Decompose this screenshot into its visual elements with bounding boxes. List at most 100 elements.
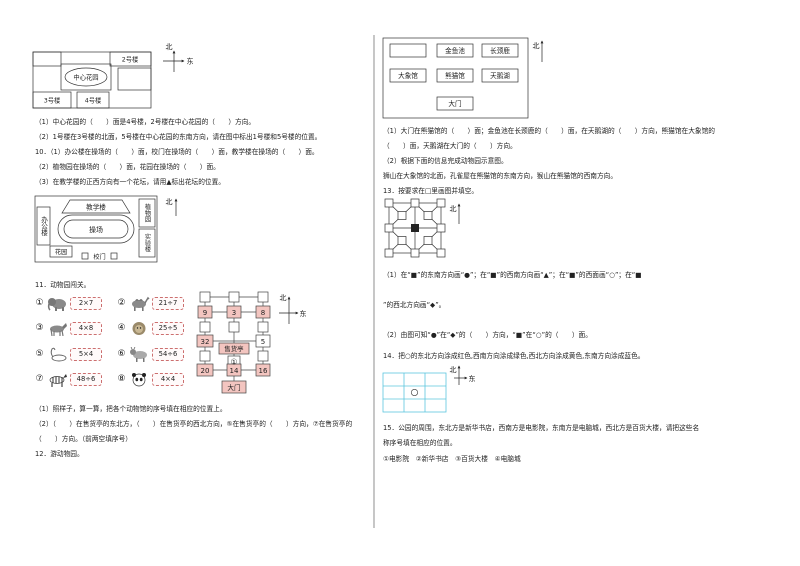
q10-teaching-building — [61, 199, 131, 214]
q11-map-gate — [221, 380, 247, 394]
q11-question-2-cont: （ ）方向。（前两空填序号） — [35, 435, 132, 443]
animal-expression: 54÷6 — [152, 348, 184, 361]
q13-question-1: （1）在“■”的东南方向画“●”；在“■”的西南方向画“▲”；在“■”的西面画“… — [383, 271, 642, 279]
animal-item: ⑦ 48÷6 — [34, 373, 102, 387]
q12-info: 狮山在大象馆的北面，孔雀屋在熊猫馆的东南方向，猴山在熊猫馆的西南方向。 — [383, 172, 618, 180]
q11-map-cell-20 — [196, 363, 214, 377]
q10-label-botanical: 植物园 — [144, 203, 151, 223]
q13-question-2: （2）由图可知“●”在“◆”的（ ）方向，“■”在“○”的（ ）面。 — [383, 331, 592, 339]
q10-outer-frame — [34, 195, 158, 263]
animal-number: ⑦ — [35, 374, 44, 384]
q9-compass-east: 东 — [187, 57, 194, 66]
q13-box — [436, 248, 446, 258]
q9-compass-icon: 北 东 — [163, 43, 194, 72]
q12-pond-box — [436, 43, 474, 58]
q10-label-lab: 实验楼 — [144, 233, 151, 253]
q13-box — [397, 211, 407, 220]
q11-map-slot — [228, 321, 240, 333]
q11-map-value: 20 — [201, 367, 210, 375]
q13-star-grid — [384, 198, 446, 258]
goat-icon — [130, 347, 147, 362]
q9-building-top-right — [109, 51, 152, 67]
q14-compass-north: 北 — [450, 366, 457, 374]
q10-label-office: 办公楼 — [40, 215, 48, 237]
q11-map-value: 5 — [261, 338, 265, 346]
q11-map-slot-label: ① — [230, 358, 237, 367]
q15-options: ①电影院 ②新华书店 ③百货大楼 ④电脑城 — [383, 455, 521, 463]
q11-map-kiosk — [218, 342, 250, 355]
q11-map-value: 3 — [232, 309, 236, 317]
q9-empty-lot-right — [117, 67, 152, 91]
q10-question-1: 10．（1）办公楼在操场的（ ）面，校门在操场的（ ）面，教学楼在操场的（ ）面… — [35, 148, 319, 156]
q9-label-bottom-mid: 4号楼 — [85, 96, 102, 105]
q10-office-building — [36, 206, 51, 246]
q11-map-value: 14 — [230, 367, 239, 375]
q11-compass-icon: 北 东 — [279, 294, 307, 324]
animal-number: ⑥ — [117, 349, 126, 359]
q11-map-cell-16 — [255, 363, 271, 377]
q9-empty-lot — [32, 51, 62, 67]
animal-number: ③ — [35, 323, 44, 333]
animal-number: ④ — [117, 323, 126, 333]
animal-number: ⑧ — [117, 374, 126, 384]
q13-compass-north: 北 — [450, 205, 457, 213]
q11-map-cell-5 — [255, 334, 271, 348]
horse-icon — [50, 323, 67, 336]
q10-label-garden: 花园 — [55, 248, 67, 256]
q12-gate-box — [436, 96, 474, 111]
q12-zoo-map — [382, 37, 529, 119]
q13-box — [384, 248, 394, 258]
q14-compass-icon: 北 东 — [450, 365, 476, 385]
q9-building-diagram — [32, 51, 152, 109]
q13-title: 13．按要求在□里画图并填空。 — [383, 187, 479, 195]
animal-item: ⑤ 5×4 — [34, 347, 102, 362]
q10-school-map — [34, 195, 158, 263]
q10-track-inner — [63, 219, 129, 239]
q12-question-2: （2）根据下面的信息完成动物园示意图。 — [383, 157, 508, 165]
q10-garden-plot — [49, 245, 73, 258]
q10-label-gate: 校门 — [93, 253, 105, 261]
swan-icon — [50, 347, 67, 362]
animal-number: ② — [117, 298, 126, 308]
q11-map-cell-8 — [255, 305, 271, 319]
q9-question-2: （2）1号楼在3号楼的北面，5号楼在中心花园的东南方向，请在图中标出1号楼和5号… — [35, 133, 322, 141]
q12-outer-frame — [382, 37, 529, 119]
animal-expression: 25÷5 — [152, 322, 184, 335]
q11-map-gate-label: 大门 — [227, 383, 240, 392]
q11-map-cell-32 — [196, 334, 214, 348]
animal-expression: 2×7 — [70, 297, 102, 310]
animal-expression: 4×4 — [152, 373, 184, 386]
q14-compass-east: 东 — [469, 374, 476, 383]
q12-elephant-box — [389, 68, 427, 83]
q10-question-2: （2）植物园在操场的（ ）面，花园在操场的（ ）面。 — [35, 163, 220, 171]
q13-box — [397, 236, 407, 245]
q11-title: 11．动物园闯关。 — [35, 281, 91, 289]
q12-swan-box — [481, 68, 519, 83]
q10-gate-post-left — [81, 252, 89, 260]
animal-item: ③ 4×8 — [34, 322, 102, 336]
q12-title: 12．游动物园。 — [35, 450, 84, 458]
q11-map-cell-3 — [226, 305, 242, 319]
camel-icon — [132, 296, 150, 311]
q11-map-kiosk-label: 售货亭 — [224, 344, 244, 353]
q13-box — [384, 198, 394, 208]
q12-label-giraffe: 长颈鹿 — [490, 46, 510, 55]
q9-label-garden: 中心花园 — [73, 73, 98, 82]
q9-compass-north: 北 — [166, 43, 173, 51]
q10-gate-post-right — [110, 252, 118, 260]
q11-map-slot — [257, 321, 269, 333]
q13-box — [410, 198, 420, 208]
zebra-icon — [49, 374, 67, 387]
q12-giraffe-box — [481, 43, 519, 58]
q10-label-teaching: 教学楼 — [86, 203, 106, 212]
q15-question-cont: 称序号填在相应的位置。 — [383, 439, 457, 447]
panda-icon — [132, 373, 146, 387]
q11-map-slot — [199, 291, 211, 303]
q11-map-slot — [257, 291, 269, 303]
q11-zoo-grid-map — [196, 291, 271, 394]
q15-question: 15．公园的周围，东北方是新华书店，西南方是电影院，东南方是电脑城，西北方是百货… — [383, 424, 700, 432]
q11-question-2: （2）（ ）在售货亭的东北方，（ ）在售货亭的西北方向，⑤在售货亭的（ ）方向，… — [35, 420, 353, 428]
q14-circle-marker — [410, 388, 418, 396]
q9-label-top-right: 2号楼 — [122, 55, 139, 64]
